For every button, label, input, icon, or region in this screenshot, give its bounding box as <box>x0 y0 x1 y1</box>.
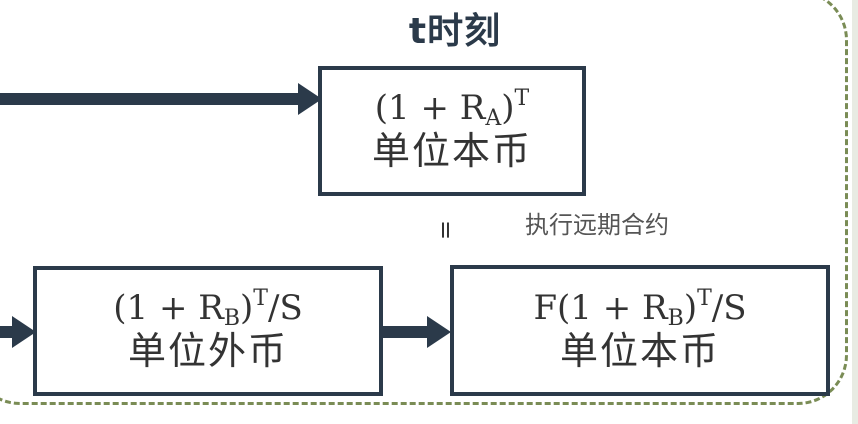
left-arrow-shaft <box>0 326 14 338</box>
equals-sign: = <box>432 219 461 241</box>
formula-sub: B <box>223 306 241 331</box>
top-arrow-shaft <box>0 93 300 105</box>
execute-forward-note: 执行远期合约 <box>525 211 669 239</box>
time-title: t时刻 <box>408 11 502 52</box>
foreign-amount-box: (1 + RB)T/S 单位外币 <box>33 266 383 396</box>
dashed-time-frame <box>0 0 848 405</box>
slide-edge <box>852 0 858 424</box>
forward-formula: F(1 + RB)T/S <box>533 285 747 331</box>
formula-sup: T <box>514 86 530 111</box>
forward-unit-label: 单位本币 <box>559 328 720 373</box>
formula-sup: T <box>697 285 712 311</box>
middle-arrow-shaft <box>383 326 429 338</box>
formula-open: (1 + R <box>374 88 486 128</box>
formula-open: (1 + R <box>113 288 224 328</box>
domestic-formula: (1 + RA)T <box>374 86 530 131</box>
formula-sub: B <box>667 305 684 331</box>
middle-arrow-head <box>427 316 451 348</box>
formula-sup: T <box>253 286 268 311</box>
domestic-unit-label: 单位本币 <box>371 129 532 173</box>
formula-sub: A <box>485 106 502 131</box>
formula-open: F(1 + R <box>533 287 668 328</box>
formula-tail: /S <box>711 287 747 328</box>
foreign-unit-label: 单位外币 <box>127 329 288 373</box>
forward-amount-box: F(1 + RB)T/S 单位本币 <box>450 265 830 396</box>
formula-close: ) <box>501 88 515 128</box>
domestic-amount-box: (1 + RA)T 单位本币 <box>318 66 586 196</box>
left-arrow-head <box>12 316 36 348</box>
formula-tail: /S <box>267 288 303 328</box>
formula-close: ) <box>240 288 254 328</box>
formula-close: ) <box>683 287 698 328</box>
foreign-formula: (1 + RB)T/S <box>113 286 303 331</box>
